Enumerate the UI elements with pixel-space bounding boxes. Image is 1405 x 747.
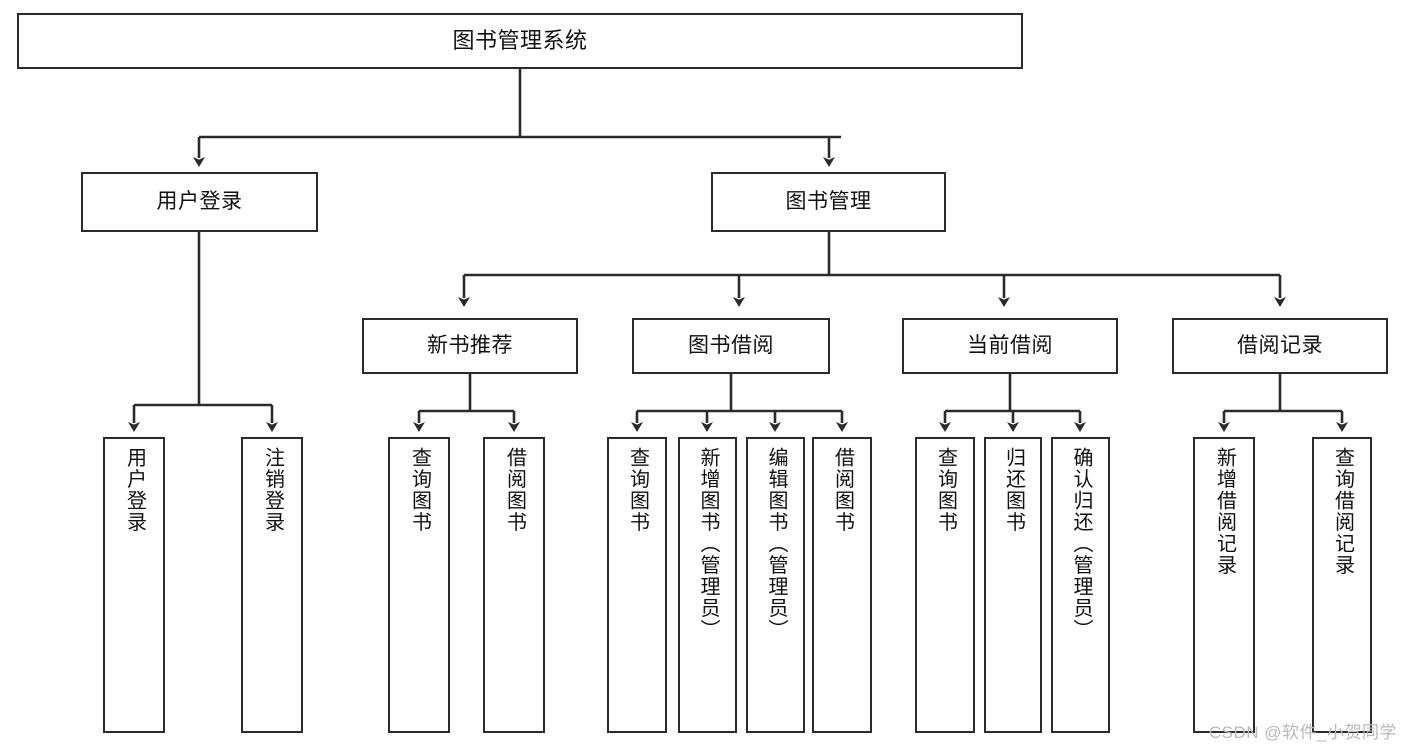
node-leaf-edit-book-label: 编辑图书（管理员）	[765, 447, 787, 641]
node-user-login-label: 用户登录	[156, 190, 243, 214]
node-leaf-user-logout-label: 注销登录	[261, 447, 284, 533]
node-leaf-add-book[interactable]: 新增图书（管理员）	[678, 437, 737, 733]
node-leaf-return-book[interactable]: 归还图书	[984, 437, 1042, 733]
node-book-borrow[interactable]: 图书借阅	[632, 318, 830, 374]
node-leaf-query-book-borrow[interactable]: 查询图书	[607, 437, 667, 733]
node-leaf-query-borrow-record[interactable]: 查询借阅记录	[1312, 437, 1372, 733]
node-leaf-query-borrow-record-label: 查询借阅记录	[1331, 447, 1354, 576]
node-book-borrow-label: 图书借阅	[688, 334, 774, 358]
node-leaf-edit-book[interactable]: 编辑图书（管理员）	[746, 437, 805, 733]
node-leaf-query-book-recommend-label: 查询图书	[408, 447, 431, 533]
node-leaf-borrow-book-label: 借阅图书	[831, 447, 854, 533]
node-new-book-recommend[interactable]: 新书推荐	[362, 318, 578, 374]
node-new-book-recommend-label: 新书推荐	[427, 334, 513, 358]
node-book-management[interactable]: 图书管理	[711, 172, 946, 232]
node-root-label: 图书管理系统	[452, 27, 588, 53]
node-leaf-add-borrow-record-label: 新增借阅记录	[1213, 447, 1236, 576]
node-leaf-user-logout[interactable]: 注销登录	[241, 437, 303, 733]
node-borrow-records-label: 借阅记录	[1237, 334, 1323, 358]
node-leaf-return-book-label: 归还图书	[1002, 447, 1025, 533]
node-leaf-query-book-current-label: 查询图书	[934, 447, 957, 533]
node-leaf-borrow-book[interactable]: 借阅图书	[812, 437, 872, 733]
node-leaf-borrow-book-recommend[interactable]: 借阅图书	[483, 437, 545, 733]
node-leaf-confirm-return-label: 确认归还（管理员）	[1070, 447, 1092, 641]
node-book-management-label: 图书管理	[785, 190, 872, 214]
node-leaf-query-book-current[interactable]: 查询图书	[915, 437, 975, 733]
node-leaf-borrow-book-recommend-label: 借阅图书	[503, 447, 526, 533]
node-user-login[interactable]: 用户登录	[81, 172, 318, 232]
csdn-watermark: CSDN @软件_小贺同学	[1208, 723, 1397, 742]
node-current-borrow-label: 当前借阅	[967, 334, 1053, 358]
node-leaf-add-book-label: 新增图书（管理员）	[697, 447, 719, 641]
node-leaf-query-book-borrow-label: 查询图书	[626, 447, 649, 533]
node-leaf-user-login-label: 用户登录	[123, 447, 146, 533]
node-root[interactable]: 图书管理系统	[17, 13, 1023, 69]
node-leaf-user-login[interactable]: 用户登录	[103, 437, 165, 733]
node-leaf-query-book-recommend[interactable]: 查询图书	[388, 437, 450, 733]
node-leaf-confirm-return[interactable]: 确认归还（管理员）	[1051, 437, 1110, 733]
node-leaf-add-borrow-record[interactable]: 新增借阅记录	[1193, 437, 1255, 733]
node-current-borrow[interactable]: 当前借阅	[902, 318, 1118, 374]
node-borrow-records[interactable]: 借阅记录	[1172, 318, 1388, 374]
